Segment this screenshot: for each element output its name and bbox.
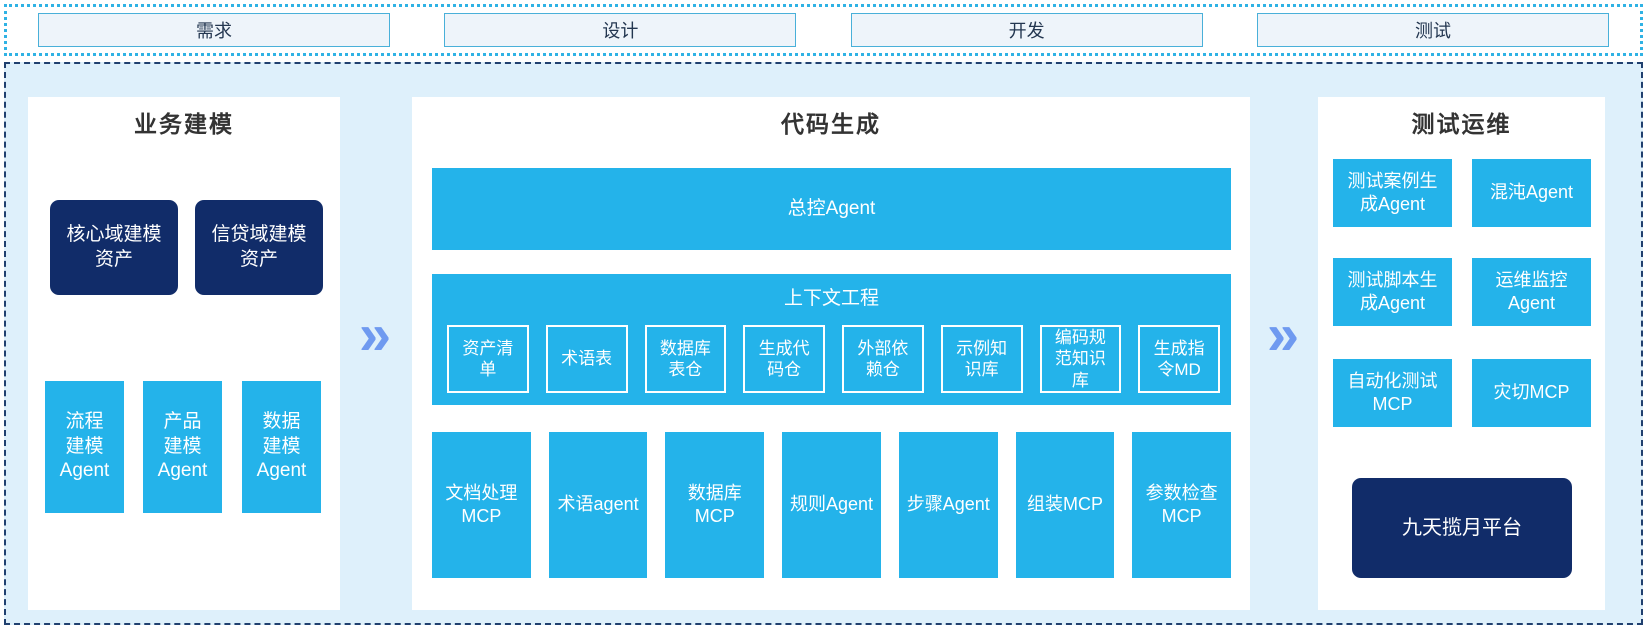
context-engineering-title: 上下文工程 bbox=[783, 288, 879, 309]
tool-box-doc-processing-mcp: 文档处理 MCP bbox=[432, 432, 531, 578]
master-agent-bar: 总控Agent bbox=[432, 168, 1231, 250]
box-disaster-switch-mcp: 灾切MCP bbox=[1472, 359, 1591, 427]
code-generation-panel: 代码生成 总控Agent 上下文工程 资产清 单 术语表 数据库 表仓 生成代 … bbox=[412, 97, 1250, 610]
asset-box-credit-domain: 信贷域建模 资产 bbox=[195, 200, 323, 295]
asset-box-core-domain: 核心域建模 资产 bbox=[50, 200, 178, 295]
arrow-right-icon: » bbox=[358, 302, 392, 367]
box-test-case-gen-agent: 测试案例生 成Agent bbox=[1333, 159, 1452, 227]
panel-title-business: 业务建模 bbox=[134, 111, 234, 137]
tool-box-database-mcp: 数据库 MCP bbox=[665, 432, 765, 578]
phase-box-development: 开发 bbox=[850, 13, 1203, 47]
tools-row: 文档处理 MCP 术语agent 数据库 MCP 规则Agent 步骤Agent… bbox=[432, 432, 1232, 578]
platform-box-jiutian-lanyue: 九天揽月平台 bbox=[1352, 478, 1572, 578]
tool-box-rule-agent: 规则Agent bbox=[782, 432, 881, 578]
agent-box-product-modeling: 产品 建模 Agent bbox=[143, 381, 222, 513]
phase-box-testing: 测试 bbox=[1256, 13, 1609, 47]
phase-box-design: 设计 bbox=[444, 13, 797, 47]
tool-box-assembly-mcp: 组装MCP bbox=[1015, 432, 1115, 578]
test-ops-panel: 测试运维 测试案例生 成Agent 混沌Agent 测试脚本生 成Agent 运… bbox=[1318, 97, 1605, 610]
tool-box-step-agent: 步骤Agent bbox=[898, 432, 998, 578]
box-ops-monitoring-agent: 运维监控 Agent bbox=[1472, 258, 1591, 326]
context-item-coding-standards-kb: 编码规 范知识 库 bbox=[1039, 325, 1122, 393]
context-item-external-deps-repo: 外部依 赖仓 bbox=[842, 325, 924, 393]
context-engineering-panel: 上下文工程 资产清 单 术语表 数据库 表仓 生成代 码仓 外部依 赖仓 示例知… bbox=[432, 274, 1231, 405]
agent-box-data-modeling: 数据 建模 Agent bbox=[242, 381, 321, 513]
context-item-glossary: 术语表 bbox=[545, 325, 628, 393]
panel-title-testops: 测试运维 bbox=[1411, 111, 1512, 137]
phase-box-requirements: 需求 bbox=[38, 13, 390, 47]
tool-box-param-check-mcp: 参数检查 MCP bbox=[1132, 432, 1232, 578]
context-item-generated-code-repo: 生成代 码仓 bbox=[743, 325, 825, 393]
context-item-db-table-repo: 数据库 表仓 bbox=[644, 325, 727, 393]
tool-box-terminology-agent: 术语agent bbox=[548, 432, 648, 578]
context-items-row: 资产清 单 术语表 数据库 表仓 生成代 码仓 外部依 赖仓 示例知 识库 编码… bbox=[447, 325, 1220, 393]
context-item-asset-list: 资产清 单 bbox=[447, 325, 529, 393]
main-container: 业务建模 核心域建模 资产 信贷域建模 资产 流程 建模 Agent 产品 建模… bbox=[4, 62, 1643, 625]
phase-strip: 需求 设计 开发 测试 bbox=[4, 4, 1643, 56]
box-chaos-agent: 混沌Agent bbox=[1472, 159, 1591, 227]
context-item-example-kb: 示例知 识库 bbox=[940, 325, 1023, 393]
arrow-right-icon: » bbox=[1266, 302, 1300, 367]
agent-box-process-modeling: 流程 建模 Agent bbox=[45, 381, 124, 513]
box-test-script-gen-agent: 测试脚本生 成Agent bbox=[1333, 258, 1452, 326]
panel-title-codegen: 代码生成 bbox=[781, 111, 881, 137]
box-automated-test-mcp: 自动化测试 MCP bbox=[1333, 359, 1452, 427]
context-item-gen-instruction-md: 生成指 令MD bbox=[1138, 325, 1220, 393]
business-modeling-panel: 业务建模 核心域建模 资产 信贷域建模 资产 流程 建模 Agent 产品 建模… bbox=[28, 97, 340, 610]
